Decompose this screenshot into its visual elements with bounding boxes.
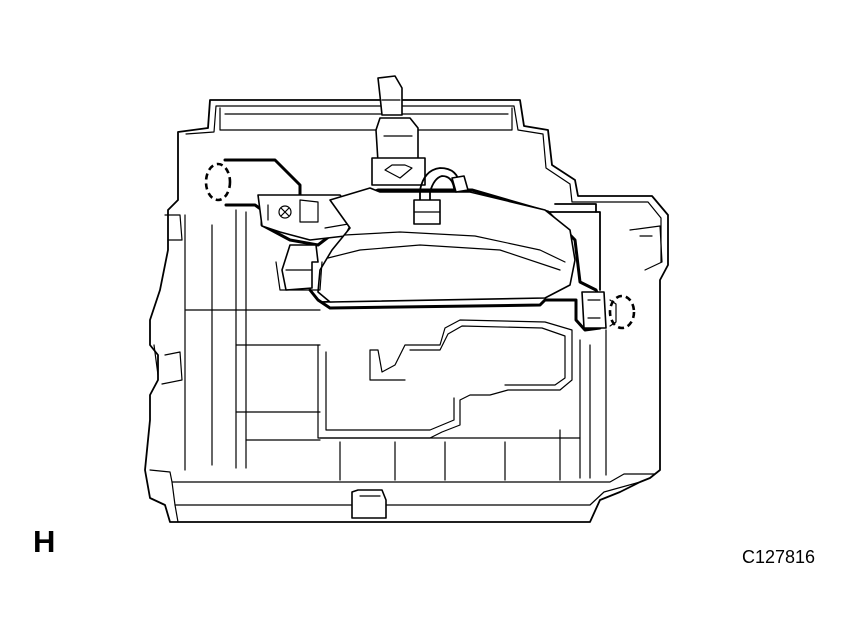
view-label: H (33, 524, 56, 559)
left-claw-marker (204, 162, 232, 202)
wire-loop (413, 167, 469, 225)
top-connector (371, 75, 426, 186)
claw-callouts (204, 162, 636, 330)
case-housing (144, 99, 669, 523)
right-tab (581, 291, 617, 329)
lower-connector (275, 244, 323, 291)
right-claw-marker (608, 294, 636, 330)
actuator-cover (317, 187, 576, 303)
figure-code: C127816 (742, 547, 816, 567)
internal-duct-outline (317, 319, 573, 439)
